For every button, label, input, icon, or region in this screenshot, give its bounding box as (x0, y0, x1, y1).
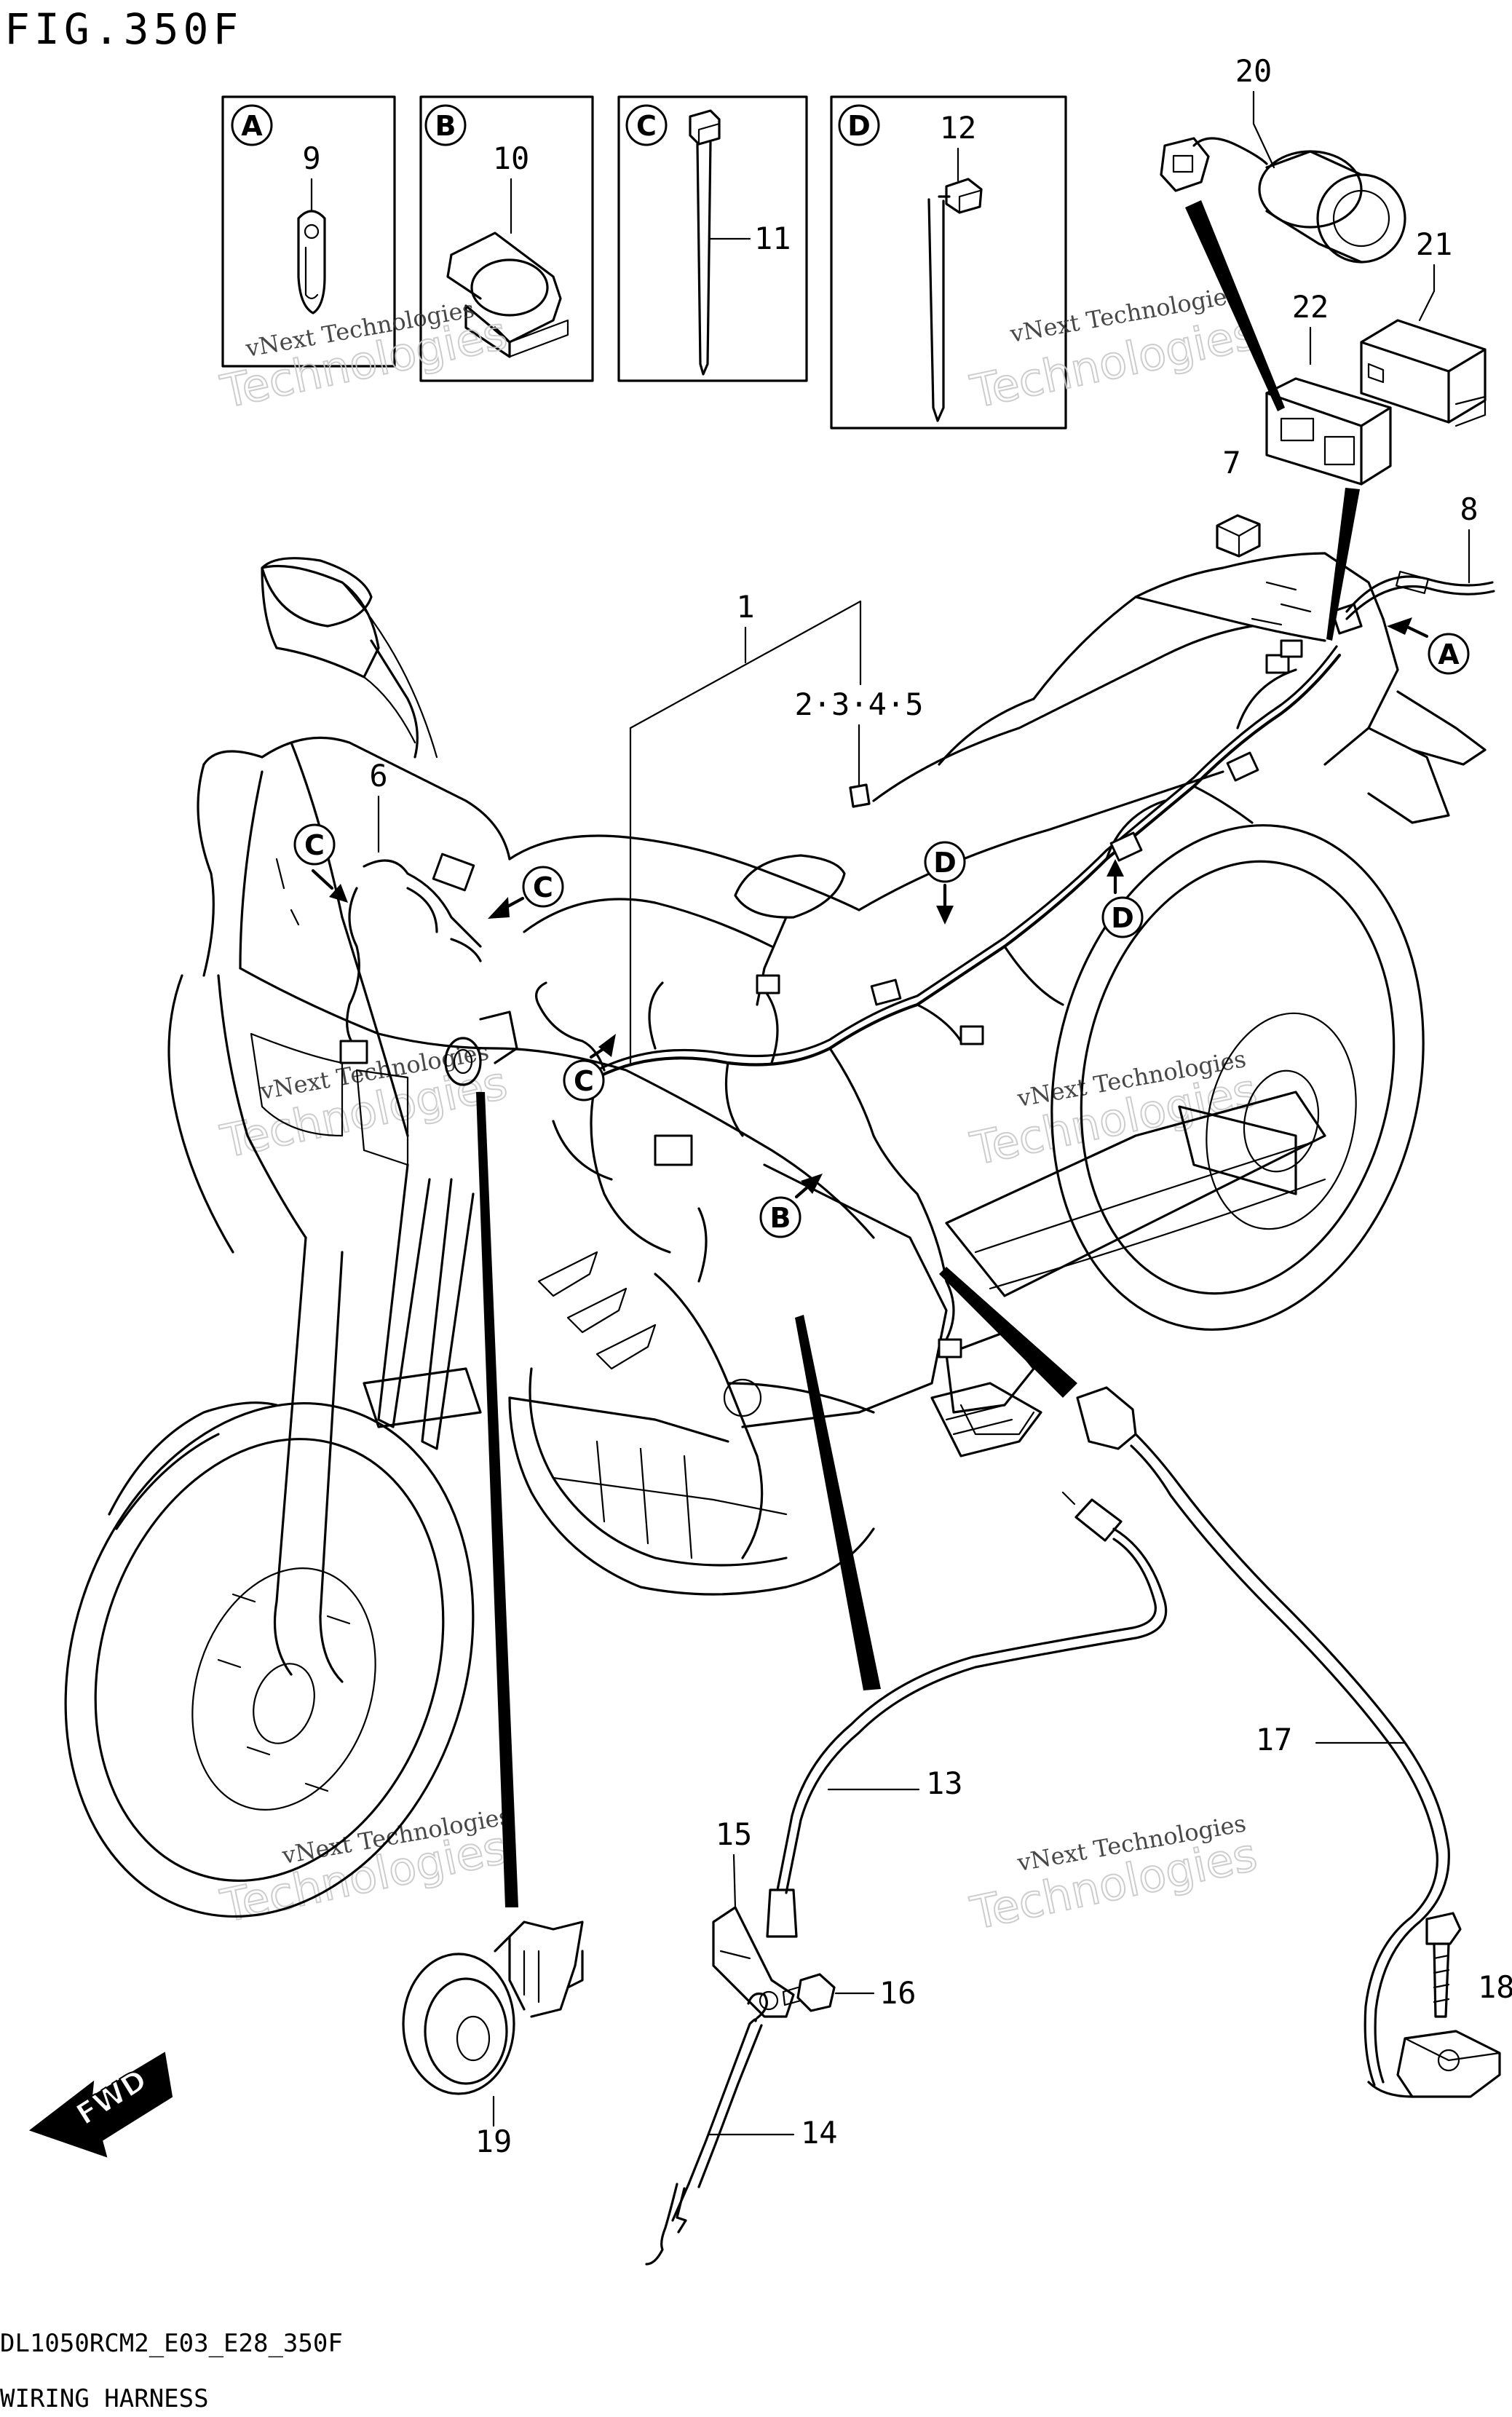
leader-wedge-19 (476, 1092, 518, 1907)
callout-20: 20 (1235, 53, 1272, 89)
part-18-sensor (1396, 1912, 1501, 2098)
part-2-5-fuse (849, 783, 871, 808)
part-12-cable-tie (927, 178, 983, 422)
leader-wedge-13 (795, 1315, 881, 1690)
part-15-bracket (712, 1906, 795, 2018)
location-tag-c-right: C (488, 866, 564, 919)
callout-18: 18 (1478, 1969, 1512, 2005)
leader-wedge-17 (939, 1267, 1077, 1398)
callout-1: 1 (736, 589, 754, 625)
part-20-socket (1160, 137, 1406, 264)
part-14-spring (645, 1992, 768, 2266)
part-8-lead (1331, 571, 1495, 635)
callout-22: 22 (1292, 289, 1329, 325)
inset-tag-a: A (241, 110, 263, 142)
svg-text:A: A (1438, 638, 1460, 670)
part-9-clip (297, 210, 326, 315)
callout-7: 7 (1222, 445, 1240, 480)
callout-12: 12 (940, 110, 977, 146)
figure-title: FIG.350F (4, 4, 242, 54)
leader-wedge-20 (1185, 200, 1285, 411)
location-tag-d-right: D (1101, 859, 1144, 938)
drawing-code: DL1050RCM2_E03_E28_350F (0, 2329, 343, 2358)
callout-19: 19 (475, 2124, 512, 2159)
part-21-unit (1360, 319, 1487, 427)
part-7-coupler (1216, 514, 1261, 558)
inset-box-d: D 12 (830, 95, 1067, 430)
svg-text:C: C (304, 829, 325, 861)
callout-21: 21 (1416, 226, 1453, 262)
callout-17: 17 (1256, 1722, 1293, 1757)
callout-10: 10 (493, 141, 530, 176)
svg-text:C: C (533, 871, 553, 903)
location-tag-b: B (759, 1174, 823, 1238)
callout-14: 14 (801, 2115, 838, 2151)
inset-tag-b: B (435, 110, 456, 142)
inset-box-c: C 11 (617, 95, 808, 382)
callout-2-3-4-5: 2·3·4·5 (794, 687, 923, 722)
wiring-harness (535, 639, 1342, 1358)
location-tag-a: A (1387, 617, 1470, 675)
figure-subtitle: WIRING HARNESS (0, 2384, 209, 2413)
part-19-horn (402, 1920, 584, 2095)
fwd-direction-arrow: FWD (28, 2052, 173, 2158)
svg-text:C: C (574, 1065, 594, 1097)
inset-box-a: A 9 (221, 95, 396, 368)
inset-tag-d: D (847, 110, 871, 142)
inset-box-b: B 10 (419, 95, 594, 382)
part-11-cable-tie (689, 109, 721, 376)
location-tag-c-left: C (293, 823, 348, 903)
callout-13: 13 (926, 1765, 963, 1801)
part-22-relay (1265, 377, 1392, 486)
callout-6: 6 (369, 758, 387, 794)
callout-9: 9 (302, 141, 320, 176)
location-tag-c-center: C (563, 1034, 616, 1101)
motorcycle-illustration (64, 552, 1487, 1918)
callout-15: 15 (716, 1816, 753, 1852)
callout-11: 11 (754, 221, 791, 256)
location-tag-d-left: D (924, 841, 966, 925)
part-13-sensor-lead (766, 1491, 1168, 1938)
svg-text:D: D (933, 847, 957, 879)
part-6-sub-harness (339, 853, 482, 1064)
part-16-bolt (782, 1973, 836, 2012)
inset-tag-c: C (636, 110, 657, 142)
horn-on-bike (444, 1010, 518, 1086)
svg-text:B: B (770, 1202, 791, 1234)
part-17-lead (1076, 1386, 1450, 2098)
part-10-clamp (446, 232, 569, 358)
callout-16: 16 (879, 1975, 917, 2011)
svg-text:D: D (1111, 902, 1134, 934)
callout-8: 8 (1460, 491, 1478, 527)
